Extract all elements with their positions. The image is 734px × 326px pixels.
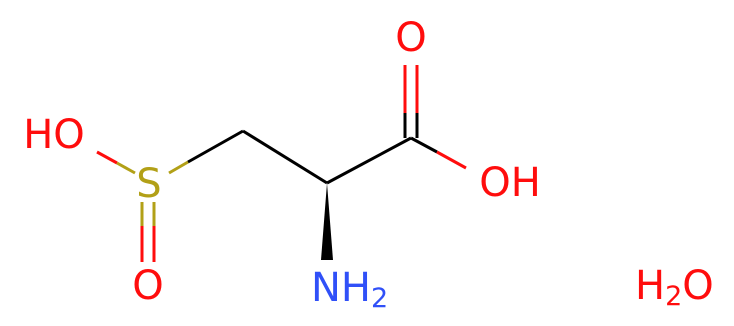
atom-s: S bbox=[136, 161, 161, 207]
atom-oh-acid: OH bbox=[479, 160, 541, 206]
water-o-symbol: O bbox=[682, 263, 713, 309]
atom-nh2: NH2 bbox=[311, 265, 388, 314]
atom-o-sulfinyl: O bbox=[132, 263, 163, 309]
bond-ch2-calpha bbox=[242, 129, 328, 185]
bond-c-oh-black bbox=[410, 136, 438, 154]
atom-ho-sulfinic: HO bbox=[23, 112, 85, 158]
water-h-symbol: H bbox=[635, 263, 665, 309]
bond-s-c-gold bbox=[168, 160, 189, 175]
atom-labels: O OH HO S O NH2 H2O bbox=[23, 15, 714, 314]
bond-o-s-gold bbox=[116, 161, 136, 175]
atom-o-carbonyl: O bbox=[395, 15, 426, 61]
bonds bbox=[96, 65, 467, 262]
stereo-wedge-bond bbox=[321, 183, 333, 260]
atom-nh-symbol: NH bbox=[311, 265, 371, 311]
bond-o-s-red bbox=[96, 150, 118, 165]
water-h-subscript: 2 bbox=[665, 281, 682, 312]
water-molecule: H2O bbox=[635, 263, 714, 312]
bond-s-c-black bbox=[187, 129, 244, 164]
atom-nh2-subscript: 2 bbox=[371, 283, 388, 314]
bond-calpha-cacid bbox=[326, 136, 412, 185]
bond-c-oh-red bbox=[436, 150, 467, 170]
